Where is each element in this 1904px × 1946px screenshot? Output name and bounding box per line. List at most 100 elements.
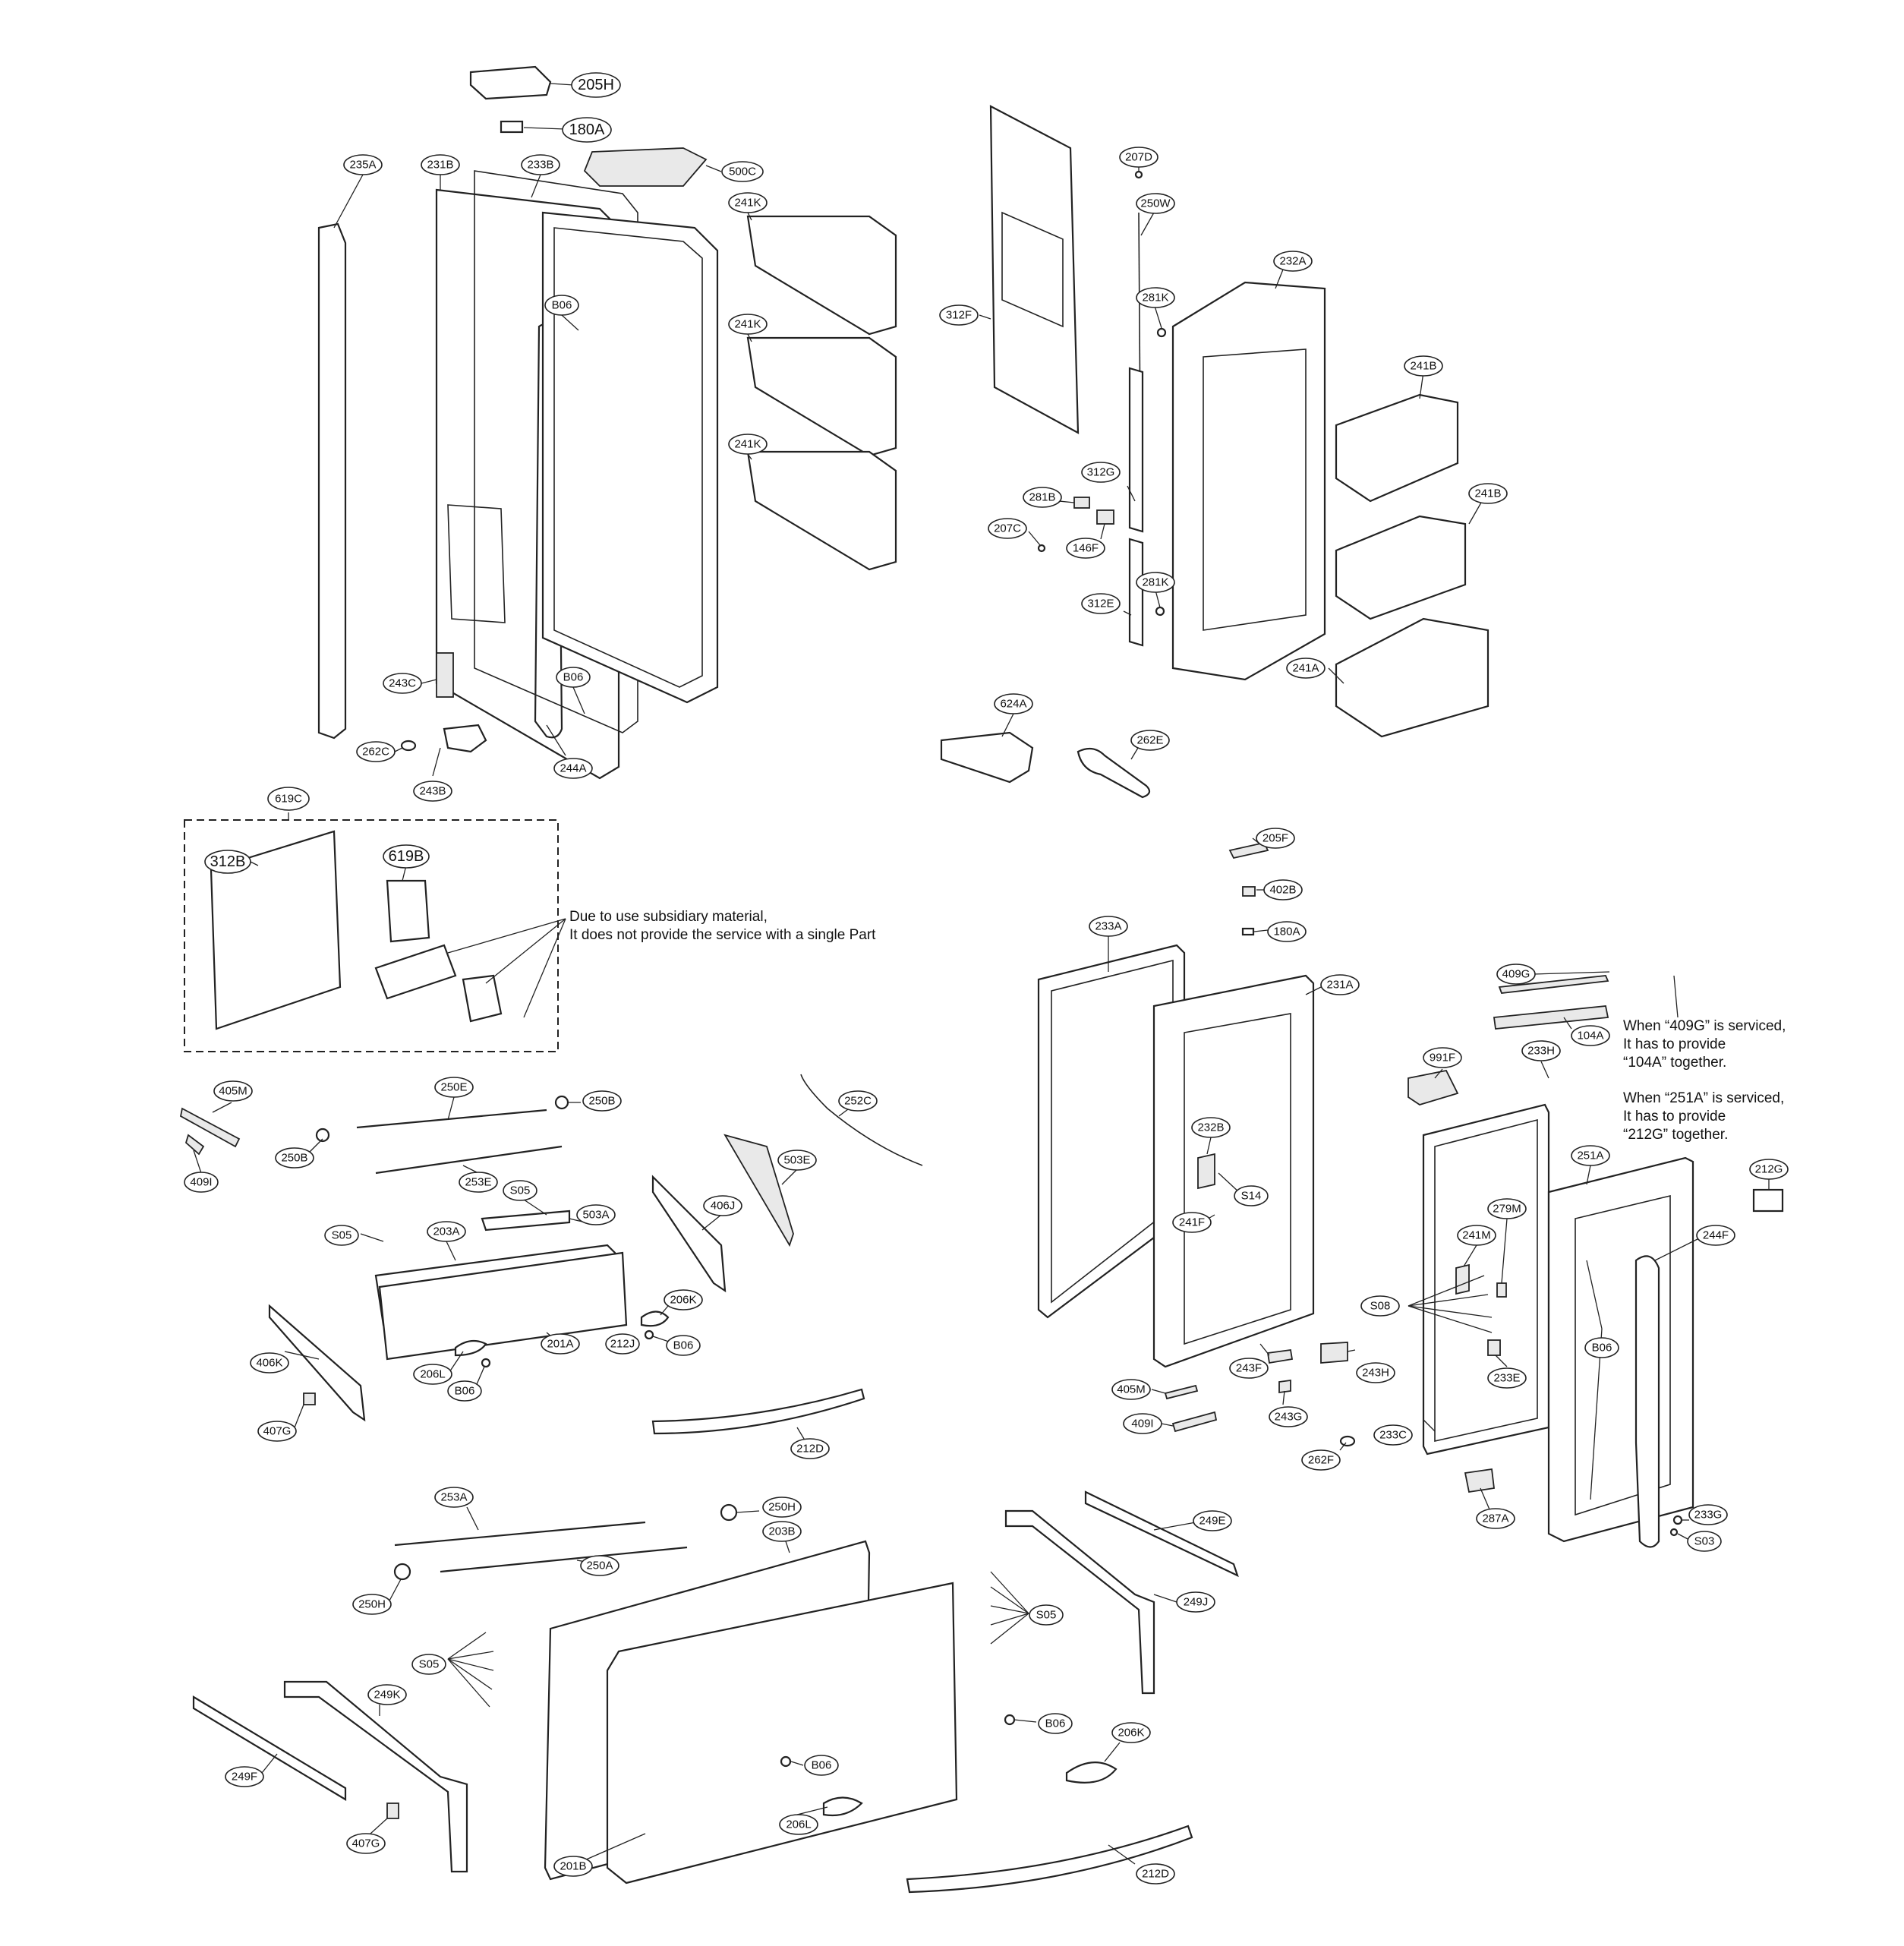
svg-text:243G: 243G [1275, 1411, 1303, 1424]
svg-text:231B: 231B [427, 159, 453, 172]
callout-249J: 249J [1176, 1591, 1215, 1613]
callout-250B-2: 250B [582, 1090, 622, 1112]
inner-liner [541, 211, 719, 704]
callout-279M: 279M [1487, 1198, 1527, 1219]
svg-text:405M: 405M [219, 1085, 247, 1098]
callout-235A: 235A [343, 154, 383, 175]
note-409G-line1: When “409G” is serviced, [1623, 1018, 1786, 1034]
cable-252C [800, 1074, 923, 1166]
svg-text:249K: 249K [374, 1689, 400, 1702]
svg-text:249J: 249J [1184, 1596, 1209, 1609]
svg-text:250E: 250E [440, 1081, 467, 1094]
callout-S05-3: S05 [1029, 1604, 1064, 1626]
callout-500C: 500C [721, 161, 764, 182]
gear-250B-2 [554, 1095, 569, 1110]
svg-text:624A: 624A [1000, 698, 1026, 711]
svg-text:281K: 281K [1142, 576, 1168, 589]
callout-250E: 250E [434, 1077, 474, 1098]
callout-233G: 233G [1688, 1504, 1728, 1525]
trim-206K-2 [1065, 1761, 1117, 1784]
callout-232A: 232A [1273, 251, 1313, 272]
svg-text:312F: 312F [946, 309, 972, 322]
callout-619B: 619B [383, 844, 430, 869]
callout-180A: 180A [562, 117, 612, 143]
module-619B [386, 879, 430, 943]
part-500C [583, 147, 708, 187]
callout-212J: 212J [605, 1333, 640, 1355]
svg-text:B06: B06 [455, 1385, 475, 1398]
bin-241B-1 [1335, 393, 1459, 503]
svg-text:281K: 281K [1142, 292, 1168, 304]
svg-text:206K: 206K [670, 1294, 696, 1307]
note-subsidiary-line2: It does not provide the service with a s… [569, 927, 876, 943]
svg-text:250H: 250H [768, 1501, 796, 1514]
callout-243G: 243G [1269, 1406, 1308, 1427]
callout-281B: 281B [1023, 487, 1062, 508]
svg-text:241B: 241B [1474, 487, 1501, 500]
bar-503A [481, 1210, 571, 1232]
strip-312G [1128, 367, 1144, 533]
door-liner-232A-inner [1203, 349, 1307, 631]
callout-250A: 250A [580, 1555, 619, 1576]
callout-207C: 207C [988, 518, 1027, 539]
callout-503A: 503A [576, 1204, 616, 1225]
svg-text:406K: 406K [256, 1357, 282, 1370]
callout-287A: 287A [1476, 1508, 1515, 1529]
filter-624A [940, 731, 1034, 784]
svg-text:B06: B06 [812, 1759, 832, 1772]
callout-252C: 252C [838, 1090, 878, 1112]
svg-text:S05: S05 [419, 1658, 440, 1671]
gear-250B-1 [315, 1128, 330, 1143]
callout-206K-2: 206K [1111, 1722, 1151, 1743]
svg-text:206L: 206L [786, 1818, 811, 1831]
svg-text:180A: 180A [1273, 926, 1300, 938]
callout-241K-1: 241K [728, 192, 768, 213]
nut-281K-2 [1155, 606, 1165, 617]
callout-S14: S14 [1234, 1185, 1269, 1206]
door-231A-window [1184, 1013, 1291, 1345]
callout-233E: 233E [1487, 1367, 1527, 1389]
part-243G [1278, 1379, 1291, 1394]
callouts: 205H 180A 500C 235A 231B 233B 241K 241K … [184, 72, 1789, 1884]
svg-text:233E: 233E [1493, 1372, 1520, 1385]
callout-406J: 406J [703, 1195, 742, 1216]
cylinder-619 [374, 944, 457, 1000]
svg-text:241B: 241B [1410, 360, 1436, 373]
hinge-243B [443, 724, 487, 753]
callout-281K-2: 281K [1136, 572, 1175, 593]
gear-250H-1 [720, 1503, 738, 1522]
callout-233B: 233B [521, 154, 560, 175]
window-231B [447, 504, 506, 623]
svg-text:241K: 241K [734, 318, 761, 331]
svg-text:241K: 241K [734, 438, 761, 451]
svg-text:233H: 233H [1527, 1045, 1555, 1058]
rail-250A [440, 1546, 688, 1573]
bar-104A [1493, 1005, 1609, 1030]
bracket-249K [283, 1680, 468, 1873]
svg-text:203A: 203A [433, 1225, 459, 1238]
callout-241A: 241A [1286, 658, 1326, 679]
callout-619C: 619C [267, 787, 310, 811]
rail-253A [394, 1521, 646, 1547]
callout-231A: 231A [1320, 974, 1360, 995]
door-edge-235A [317, 222, 347, 740]
svg-text:253E: 253E [465, 1176, 491, 1189]
callout-244F: 244F [1696, 1225, 1735, 1246]
callout-B06-b: B06 [556, 667, 591, 688]
parts-art [179, 65, 1784, 1894]
callout-206L-1: 206L [413, 1364, 452, 1385]
callout-253A: 253A [434, 1487, 474, 1508]
callout-243B: 243B [413, 781, 452, 802]
svg-text:407G: 407G [352, 1837, 380, 1850]
svg-text:S05: S05 [1036, 1609, 1057, 1622]
washer-262F [1339, 1435, 1356, 1447]
callout-S05-4: S05 [411, 1654, 446, 1675]
callout-249E: 249E [1193, 1510, 1232, 1531]
note-251A-line3: “212G” together. [1623, 1127, 1728, 1143]
svg-text:312B: 312B [210, 853, 246, 870]
part-180A-mid [1241, 927, 1255, 936]
rail-253E [375, 1145, 563, 1175]
screw-207D [1134, 170, 1143, 179]
screw-B06-e [1004, 1714, 1016, 1726]
svg-text:212G: 212G [1755, 1163, 1783, 1176]
